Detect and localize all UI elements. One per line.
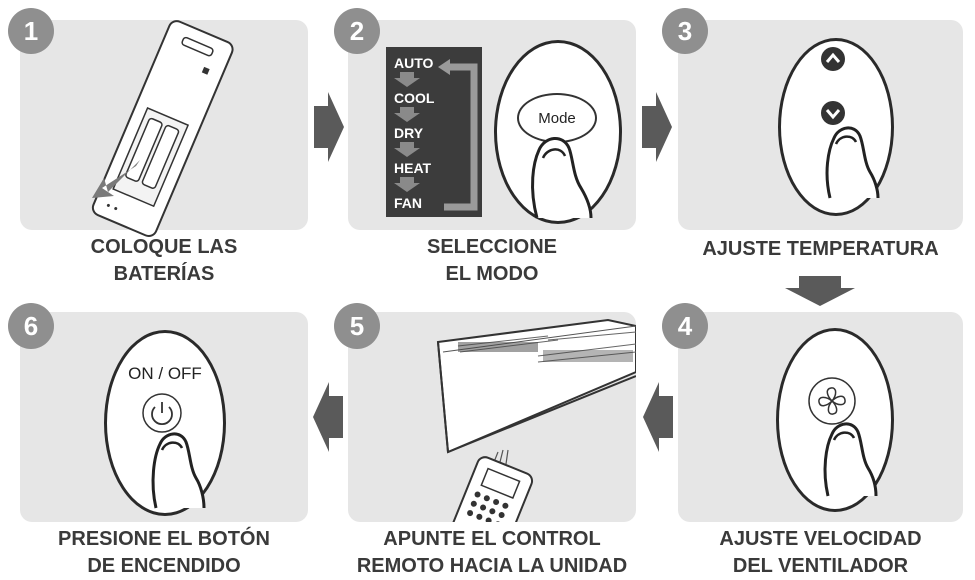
down-arrow-icon[interactable] xyxy=(820,100,846,126)
step-1-caption: COLOQUE LAS BATERÍAS xyxy=(20,234,308,288)
up-arrow-icon[interactable] xyxy=(820,46,846,72)
step-3-badge: 3 xyxy=(662,8,708,54)
arrow-left-icon xyxy=(643,382,673,452)
step-4-badge: 4 xyxy=(662,303,708,349)
step-2-caption: SELECCIONE EL MODO xyxy=(348,234,636,288)
step-5-panel xyxy=(348,312,636,522)
step-5-caption-line2: REMOTO HACIA LA UNIDAD xyxy=(356,555,628,577)
step-4-caption: AJUSTE VELOCIDAD DEL VENTILADOR xyxy=(678,526,963,580)
finger-press-icon xyxy=(823,422,878,497)
battery-insert-icon xyxy=(91,20,234,238)
step-2-caption-line2: EL MODO xyxy=(445,263,539,285)
arrow-down-icon xyxy=(785,276,855,306)
step-3-caption-line1: AJUSTE TEMPERATURA xyxy=(702,238,939,260)
step-1-caption-line2: BATERÍAS xyxy=(113,263,215,285)
arrow-right-icon xyxy=(642,92,672,162)
mode-auto: AUTO xyxy=(394,55,434,71)
mode-dry: DRY xyxy=(394,125,424,141)
step-6-caption-line1: PRESIONE EL BOTÓN xyxy=(58,528,270,550)
step-4-caption-line1: AJUSTE VELOCIDAD xyxy=(719,528,922,550)
step-2-badge: 2 xyxy=(334,8,380,54)
mode-button[interactable]: Mode xyxy=(517,93,597,143)
fan-icon[interactable] xyxy=(807,376,857,426)
mode-fan: FAN xyxy=(394,195,422,211)
step-5-badge: 5 xyxy=(334,303,380,349)
step-1-panel xyxy=(20,20,308,238)
remote-control-icon xyxy=(448,449,534,522)
mode-heat: HEAT xyxy=(394,160,432,176)
mode-list: AUTO COOL DRY HEAT FAN xyxy=(386,47,482,217)
arrow-left-icon xyxy=(313,382,343,452)
finger-press-icon xyxy=(531,137,593,219)
air-conditioner-icon xyxy=(436,318,636,454)
step-6-badge: 6 xyxy=(8,303,54,349)
step-5-caption: APUNTE EL CONTROL REMOTO HACIA LA UNIDAD xyxy=(330,526,654,580)
power-label: ON / OFF xyxy=(128,364,202,383)
step-3-caption: AJUSTE TEMPERATURA xyxy=(678,236,963,263)
arrow-right-icon xyxy=(314,92,344,162)
mode-cool: COOL xyxy=(394,90,435,106)
step-1-badge: 1 xyxy=(8,8,54,54)
step-1-caption-line1: COLOQUE LAS xyxy=(90,236,238,258)
step-4-caption-line2: DEL VENTILADOR xyxy=(732,555,909,577)
step-6-caption: PRESIONE EL BOTÓN DE ENCENDIDO xyxy=(20,526,308,580)
finger-press-icon xyxy=(825,126,880,199)
mode-cycle-arrows-icon xyxy=(394,59,478,211)
finger-press-icon xyxy=(151,432,206,509)
mode-button-label: Mode xyxy=(538,109,576,127)
step-5-caption-line1: APUNTE EL CONTROL xyxy=(383,528,601,550)
step-6-caption-line2: DE ENCENDIDO xyxy=(87,555,241,577)
step-2-caption-line1: SELECCIONE xyxy=(426,236,558,258)
power-icon[interactable] xyxy=(141,392,183,434)
